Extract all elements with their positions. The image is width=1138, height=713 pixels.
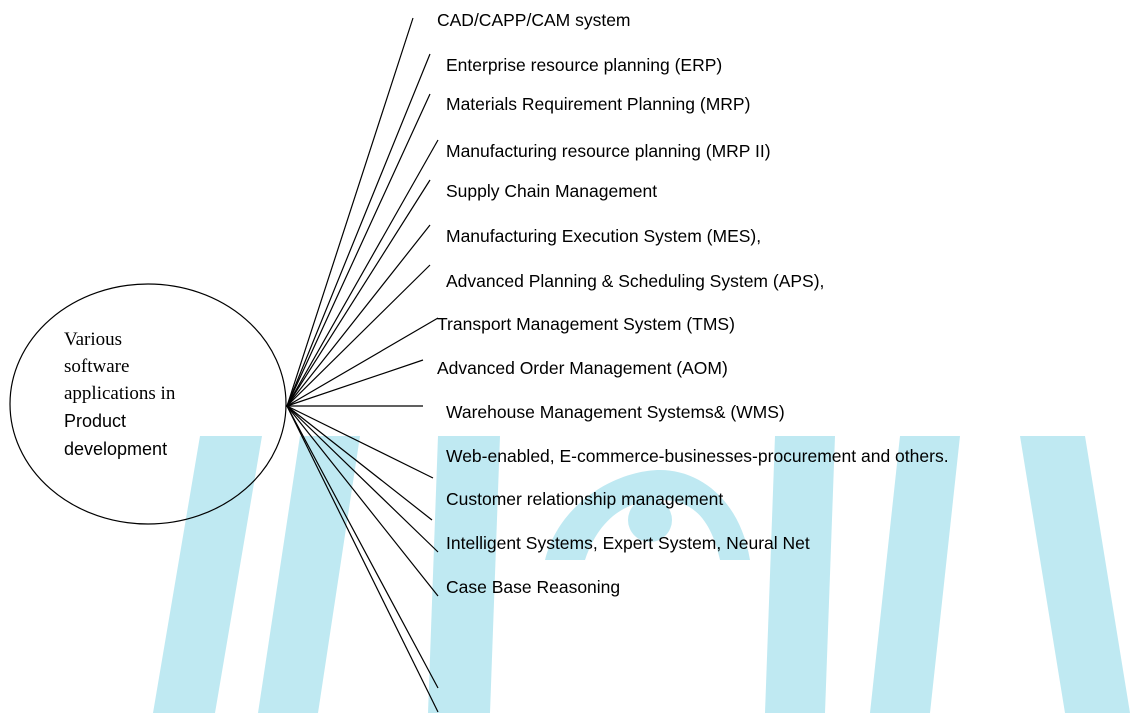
hub-node: Various software applications in Product… [9,283,287,525]
ray-7 [286,264,431,407]
ray-11 [286,405,434,479]
ray-15 [286,405,439,689]
item-label: Web-enabled, E-commerce-businesses-procu… [446,446,949,466]
item-label: Manufacturing resource planning (MRP II) [446,141,771,161]
item-label: Intelligent Systems, Expert System, Neur… [446,533,810,553]
hub-line-5: development [64,439,167,459]
watermark-logo [153,436,1130,713]
item-labels: CAD/CAPP/CAM system Enterprise resource … [437,10,949,597]
connector-rays [286,17,439,713]
ray-16 [286,405,439,713]
item-label: Supply Chain Management [446,181,657,201]
ray-8 [286,317,439,407]
hub-line-1: Various [64,329,122,350]
ray-12 [286,405,433,521]
item-label: Customer relationship management [446,489,723,509]
hub-line-2: software [64,356,129,377]
ray-9 [286,359,424,407]
ray-1 [286,17,414,407]
hub-line-4: Product [64,411,126,431]
item-label: Advanced Planning & Scheduling System (A… [446,271,824,291]
ray-13 [286,405,439,553]
item-label: Transport Management System (TMS) [437,314,735,334]
ray-5 [286,179,431,407]
ray-6 [286,224,431,407]
item-label: Advanced Order Management (AOM) [437,358,728,378]
ray-4 [286,139,439,407]
item-label: Case Base Reasoning [446,577,620,597]
ray-2 [286,53,431,407]
ray-14 [286,405,439,597]
hub-line-3: applications in [64,383,176,404]
item-label: Materials Requirement Planning (MRP) [446,94,750,114]
item-label: Enterprise resource planning (ERP) [446,55,722,75]
item-label: CAD/CAPP/CAM system [437,10,631,30]
ray-3 [286,93,431,407]
hub-ellipse [9,283,287,525]
item-label: Manufacturing Execution System (MES), [446,226,761,246]
item-label: Warehouse Management Systems& (WMS) [446,402,785,422]
